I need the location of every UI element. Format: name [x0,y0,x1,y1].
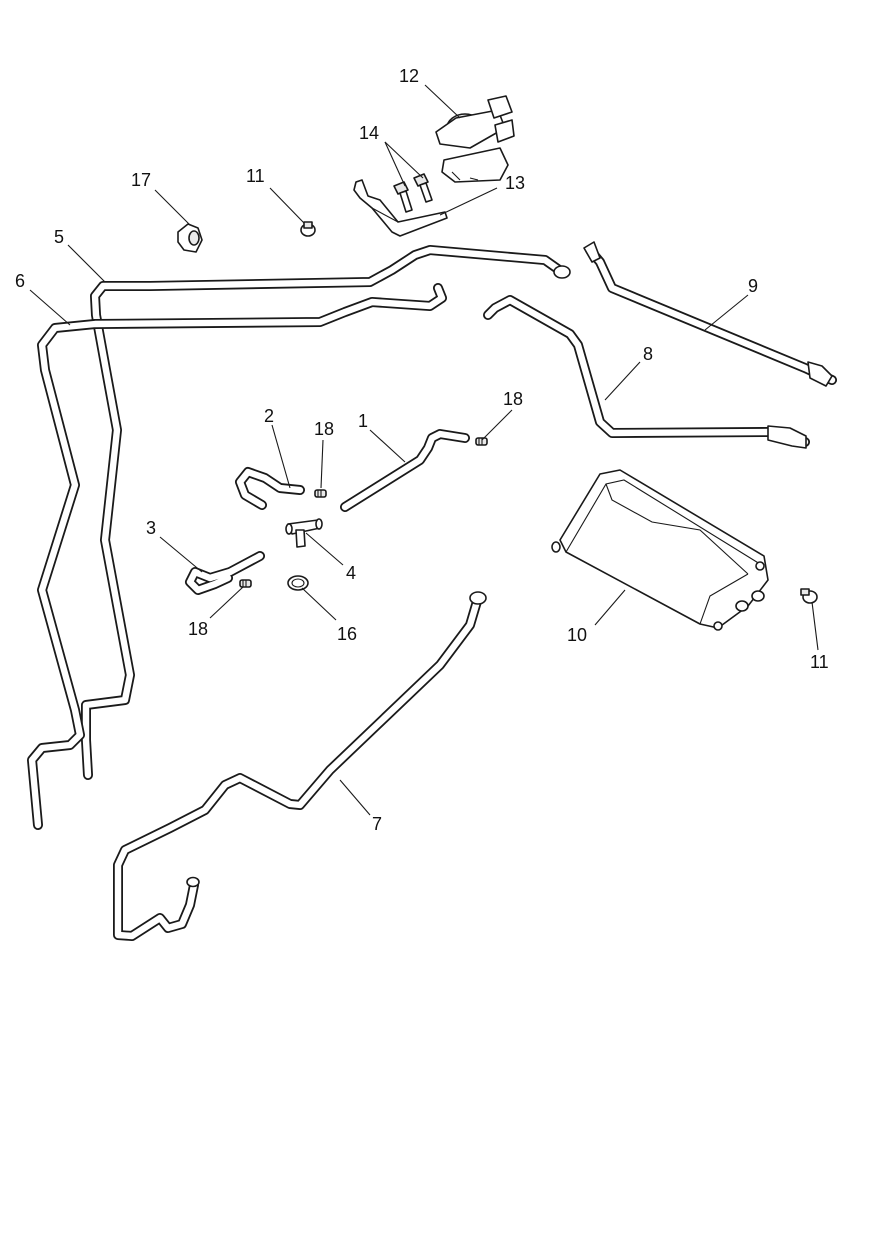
leader-11-b [811,601,819,651]
leader-13 [439,187,498,216]
leader-14-a [384,141,406,187]
hose-3 [185,551,265,595]
callout-7: 7 [372,814,382,834]
leader-4 [305,532,344,566]
callout-1: 1 [358,411,368,431]
bolt-14-a [393,181,413,213]
leader-12 [424,84,461,119]
leader-18-a [320,439,324,489]
bolt-14-b [413,173,433,203]
callout-11-a: 11 [246,166,265,186]
hose-5 [81,245,571,780]
leader-18-c [209,586,244,619]
callout-12: 12 [399,66,419,86]
hose-6 [27,283,447,830]
spring-clip-18-c [239,579,252,588]
hose-9 [583,241,837,387]
leader-18-b [481,409,513,441]
tee-connector-4 [285,518,323,548]
hose-1 [340,429,470,512]
hose-clip-16 [287,575,309,591]
callout-18-a: 18 [314,419,334,439]
fastener-11-b [800,588,818,604]
leader-7 [339,779,371,816]
leader-14-b [384,141,424,179]
spring-clip-18-b [475,437,488,446]
callout-18-b: 18 [503,389,523,409]
hose-2 [235,467,305,510]
callout-5: 5 [54,227,64,247]
callout-4: 4 [346,563,356,583]
clip-17 [177,223,203,253]
leader-1 [369,429,406,463]
leader-10 [594,589,626,626]
leader-11-a [269,187,305,224]
leader-5 [67,244,106,283]
hose-8 [483,295,810,449]
callout-17: 17 [131,170,151,190]
callout-9: 9 [748,276,758,296]
bracket-13 [353,179,448,237]
purge-valve-12 [435,95,515,183]
canister-10 [551,469,769,631]
leader-2 [271,424,291,489]
callout-18-c: 18 [188,619,208,639]
callout-13: 13 [505,173,525,193]
leader-3 [159,536,203,573]
leader-17 [154,189,191,226]
leader-6 [29,289,71,326]
callout-16: 16 [337,624,357,644]
leader-9 [704,294,749,331]
leader-16 [301,587,337,621]
callout-2: 2 [264,406,274,426]
callout-3: 3 [146,518,156,538]
hose-7 [113,591,487,941]
callout-8: 8 [643,344,653,364]
fastener-11-a [300,221,316,237]
leader-lines [29,84,819,816]
callout-6: 6 [15,271,25,291]
spring-clip-18-a [314,489,327,498]
callout-10: 10 [567,625,587,645]
callout-11-b: 11 [810,652,829,672]
callout-14: 14 [359,123,379,143]
leader-8 [604,361,641,401]
